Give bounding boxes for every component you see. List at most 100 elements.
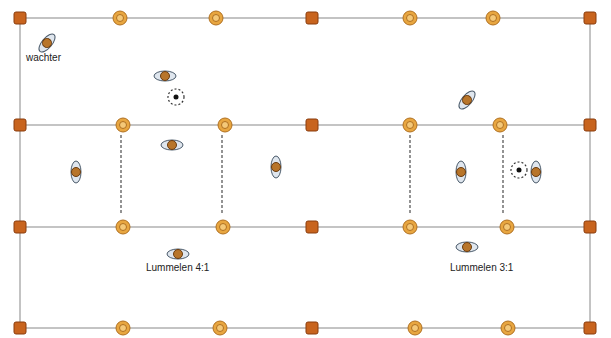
player-head bbox=[532, 168, 541, 177]
cone-base bbox=[209, 11, 223, 25]
ball bbox=[168, 89, 184, 105]
player-head bbox=[457, 168, 466, 177]
cone-base bbox=[116, 321, 130, 335]
cone-top bbox=[504, 224, 511, 231]
corner-marker bbox=[306, 12, 318, 24]
cone bbox=[216, 220, 230, 234]
cone bbox=[218, 118, 232, 132]
player-head bbox=[168, 141, 177, 150]
cone-base bbox=[116, 118, 130, 132]
cone-top bbox=[120, 325, 127, 332]
cone-base bbox=[116, 220, 130, 234]
ball-center bbox=[174, 95, 179, 100]
player-shoulders bbox=[271, 156, 281, 178]
corner-marker bbox=[306, 322, 318, 334]
cone bbox=[408, 321, 422, 335]
cone bbox=[486, 11, 500, 25]
player-shoulders bbox=[456, 161, 466, 183]
cone bbox=[500, 220, 514, 234]
player bbox=[36, 31, 58, 54]
markers bbox=[14, 11, 596, 335]
cone bbox=[116, 220, 130, 234]
cone bbox=[493, 118, 507, 132]
player-head bbox=[41, 37, 54, 50]
cone bbox=[403, 11, 417, 25]
cone-top bbox=[222, 122, 229, 129]
player bbox=[154, 71, 176, 81]
drill-label: Lummelen 3:1 bbox=[450, 262, 513, 273]
cone-top bbox=[407, 224, 414, 231]
player-shoulders bbox=[531, 161, 541, 183]
cone-base bbox=[113, 11, 127, 25]
cone-base bbox=[403, 118, 417, 132]
cone bbox=[403, 118, 417, 132]
cone bbox=[501, 321, 515, 335]
player-head bbox=[461, 94, 474, 107]
player-shoulders bbox=[167, 249, 189, 259]
player bbox=[167, 249, 189, 259]
cone-top bbox=[407, 15, 414, 22]
cone-top bbox=[490, 15, 497, 22]
cone-top bbox=[412, 325, 419, 332]
player-head bbox=[463, 243, 472, 252]
corner-marker bbox=[584, 322, 596, 334]
ball bbox=[511, 162, 527, 178]
goal-line bbox=[409, 135, 411, 215]
role-label: wachter bbox=[26, 52, 61, 63]
player-shoulders bbox=[71, 161, 81, 183]
cone-base bbox=[403, 11, 417, 25]
player-shoulders bbox=[154, 71, 176, 81]
corner-marker bbox=[306, 221, 318, 233]
cone bbox=[116, 118, 130, 132]
player-head bbox=[72, 168, 81, 177]
corner-marker bbox=[14, 221, 26, 233]
player-shoulders bbox=[161, 140, 183, 150]
player bbox=[161, 140, 183, 150]
player bbox=[271, 156, 281, 178]
cone-base bbox=[493, 118, 507, 132]
player bbox=[531, 161, 541, 183]
corner-marker bbox=[14, 119, 26, 131]
player bbox=[456, 88, 478, 111]
cone-base bbox=[486, 11, 500, 25]
cone-top bbox=[407, 122, 414, 129]
cone-top bbox=[213, 15, 220, 22]
field-outline bbox=[20, 18, 590, 328]
player-shoulders bbox=[36, 31, 58, 54]
player-shoulders bbox=[456, 242, 478, 252]
cone-base bbox=[501, 321, 515, 335]
field-lines bbox=[20, 18, 590, 328]
cone-top bbox=[220, 224, 227, 231]
cone bbox=[113, 11, 127, 25]
goal-line bbox=[502, 135, 504, 215]
ball-outline bbox=[168, 89, 184, 105]
cone-top bbox=[505, 325, 512, 332]
player-head bbox=[174, 250, 183, 259]
player bbox=[71, 161, 81, 183]
cone-top bbox=[117, 15, 124, 22]
players bbox=[36, 31, 541, 259]
cone-top bbox=[120, 122, 127, 129]
player-head bbox=[161, 72, 170, 81]
drill-label: Lummelen 4:1 bbox=[146, 262, 209, 273]
cone-base bbox=[408, 321, 422, 335]
goal-line bbox=[221, 135, 223, 215]
corner-marker bbox=[584, 119, 596, 131]
cone-base bbox=[500, 220, 514, 234]
cone-top bbox=[120, 224, 127, 231]
cone-top bbox=[217, 325, 224, 332]
corner-marker bbox=[14, 12, 26, 24]
cone-base bbox=[213, 321, 227, 335]
cone-base bbox=[218, 118, 232, 132]
player bbox=[456, 161, 466, 183]
corner-marker bbox=[14, 322, 26, 334]
cone-top bbox=[497, 122, 504, 129]
player bbox=[456, 242, 478, 252]
corner-marker bbox=[584, 221, 596, 233]
cone bbox=[403, 220, 417, 234]
corner-marker bbox=[584, 12, 596, 24]
goal-line bbox=[120, 135, 122, 215]
cone bbox=[209, 11, 223, 25]
